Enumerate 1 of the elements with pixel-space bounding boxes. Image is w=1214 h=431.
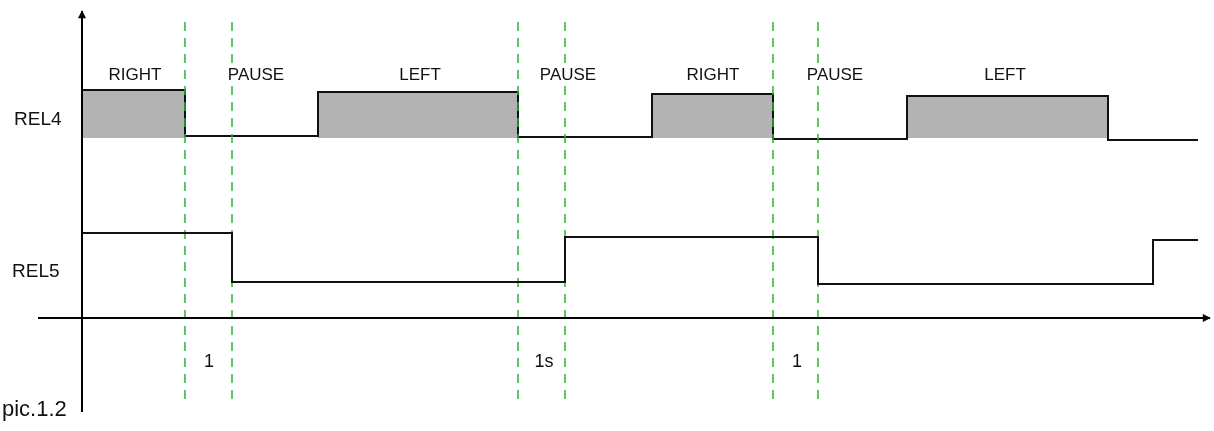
- figure-caption: pic.1.2: [2, 398, 67, 420]
